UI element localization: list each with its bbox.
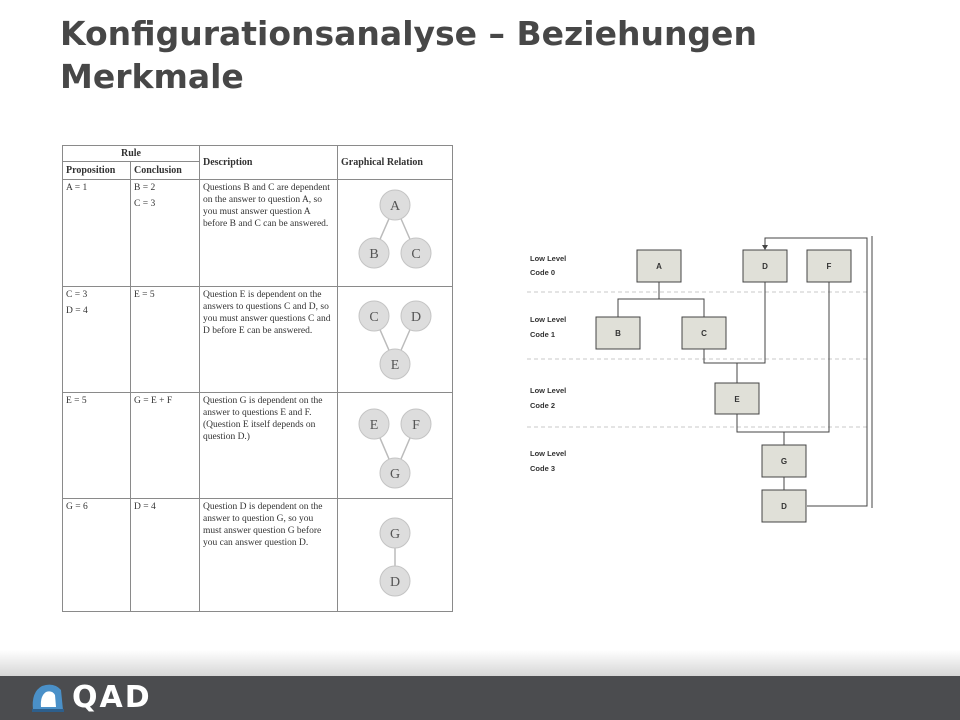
header-rule: Rule — [62, 145, 200, 162]
svg-text:B: B — [615, 329, 621, 338]
conclusion-text: E = 5 — [134, 290, 155, 300]
level-label: Low Level Code 2 — [530, 386, 566, 410]
graph-cell: A B C — [337, 179, 453, 287]
header-graphical-relation: Graphical Relation — [337, 145, 453, 180]
proposition-text: E = 5 — [66, 396, 87, 406]
footer-bar — [0, 676, 960, 720]
footer-fade — [0, 650, 960, 676]
qad-brand-text: QAD — [72, 680, 152, 715]
proposition-text: C = 3 — [66, 290, 88, 300]
tree-node-box: C — [681, 316, 727, 350]
proposition-text: G = 6 — [66, 502, 88, 512]
node-label: C — [411, 247, 420, 262]
table-row: A = 1 B = 2 C = 3 Questions B and C are … — [62, 179, 453, 287]
graph-cell: C D E — [337, 286, 453, 393]
svg-text:G: G — [781, 457, 787, 466]
node-label: G — [390, 467, 400, 482]
level-label: Low Level Code 1 — [530, 315, 566, 339]
graph-node: C — [358, 300, 390, 331]
qad-logo-icon — [32, 684, 64, 712]
slide-title: Konfigurationsanalyse – Beziehungen Merk… — [60, 14, 757, 96]
description-cell: Question D is dependent on the answer to… — [199, 498, 338, 612]
svg-text:Low Level: Low Level — [530, 254, 566, 263]
graph-node: F — [400, 408, 432, 439]
svg-text:A: A — [656, 262, 662, 271]
table-row: C = 3 D = 4 E = 5 Question E is dependen… — [62, 286, 453, 393]
node-label: F — [412, 418, 420, 433]
tree-node-box: E — [714, 382, 760, 415]
conclusion-text: B = 2 — [134, 183, 156, 193]
rule-table: Rule Description Graphical Relation Prop… — [62, 145, 453, 612]
table-row: G = 6 D = 4 Question D is dependent on t… — [62, 498, 453, 612]
relation-graph: E F G — [358, 408, 432, 488]
relation-graph: C D E — [358, 300, 432, 379]
proposition-cell: E = 5 — [62, 392, 131, 499]
proposition-cell: G = 6 — [62, 498, 131, 612]
tree-node-box: G — [761, 444, 807, 478]
svg-text:F: F — [827, 262, 832, 271]
graph-node: A — [379, 189, 411, 221]
level-label: Low Level Code 0 — [530, 254, 566, 277]
conclusion-cell: D = 4 — [130, 498, 200, 612]
level-label: Low Level Code 3 — [530, 449, 566, 473]
svg-text:D: D — [762, 262, 768, 271]
svg-text:Code 1: Code 1 — [530, 330, 555, 339]
proposition-text: D = 4 — [66, 306, 88, 316]
graph-node: D — [379, 565, 411, 597]
proposition-cell: C = 3 D = 4 — [62, 286, 131, 393]
relation-graph: A B C — [358, 189, 432, 269]
graph-node: G — [379, 517, 411, 549]
node-label: G — [390, 527, 400, 542]
proposition-cell: A = 1 — [62, 179, 131, 287]
svg-text:Code 3: Code 3 — [530, 464, 555, 473]
node-label: E — [370, 418, 379, 433]
description-cell: Questions B and C are dependent on the a… — [199, 179, 338, 287]
svg-text:Code 2: Code 2 — [530, 401, 555, 410]
tree-node-box: F — [806, 249, 852, 283]
node-label: C — [369, 310, 378, 325]
graph-node: B — [358, 237, 390, 269]
relation-graph: G D — [379, 517, 411, 597]
tree-node-box: D — [761, 489, 807, 523]
graph-cell: G D — [337, 498, 453, 612]
conclusion-cell: G = E + F — [130, 392, 200, 499]
svg-text:D: D — [781, 502, 787, 511]
table-row: E = 5 G = E + F Question G is dependent … — [62, 392, 453, 499]
graph-node: G — [379, 457, 411, 488]
node-label: B — [369, 247, 378, 262]
svg-text:Low Level: Low Level — [530, 449, 566, 458]
proposition-text: A = 1 — [66, 183, 88, 193]
conclusion-cell: B = 2 C = 3 — [130, 179, 200, 287]
graph-node: E — [379, 348, 411, 379]
tree-node-box: A — [636, 249, 682, 283]
tree-node-box: B — [595, 316, 641, 350]
graph-node: E — [358, 408, 390, 439]
graph-node: D — [400, 300, 432, 331]
header-description: Description — [199, 145, 338, 180]
svg-text:Code 0: Code 0 — [530, 268, 555, 277]
description-cell: Question G is dependent on the answer to… — [199, 392, 338, 499]
svg-text:Low Level: Low Level — [530, 386, 566, 395]
conclusion-text: D = 4 — [134, 502, 156, 512]
svg-text:C: C — [701, 329, 707, 338]
node-label: D — [390, 575, 400, 590]
header-conclusion: Conclusion — [130, 161, 200, 180]
description-cell: Question E is dependent on the answers t… — [199, 286, 338, 393]
tree-node-box: D — [742, 249, 788, 283]
node-label: A — [390, 199, 401, 214]
graph-node: C — [400, 237, 432, 269]
node-label: E — [391, 358, 400, 373]
svg-text:Low Level: Low Level — [530, 315, 566, 324]
conclusion-text: G = E + F — [134, 396, 173, 406]
svg-text:E: E — [734, 395, 740, 404]
conclusion-text: C = 3 — [134, 199, 156, 209]
low-level-code-diagram: Low Level Code 0 Low Level Code 1 Low Le… — [527, 236, 873, 523]
header-proposition: Proposition — [62, 161, 131, 180]
graph-cell: E F G — [337, 392, 453, 499]
node-label: D — [411, 310, 421, 325]
conclusion-cell: E = 5 — [130, 286, 200, 393]
